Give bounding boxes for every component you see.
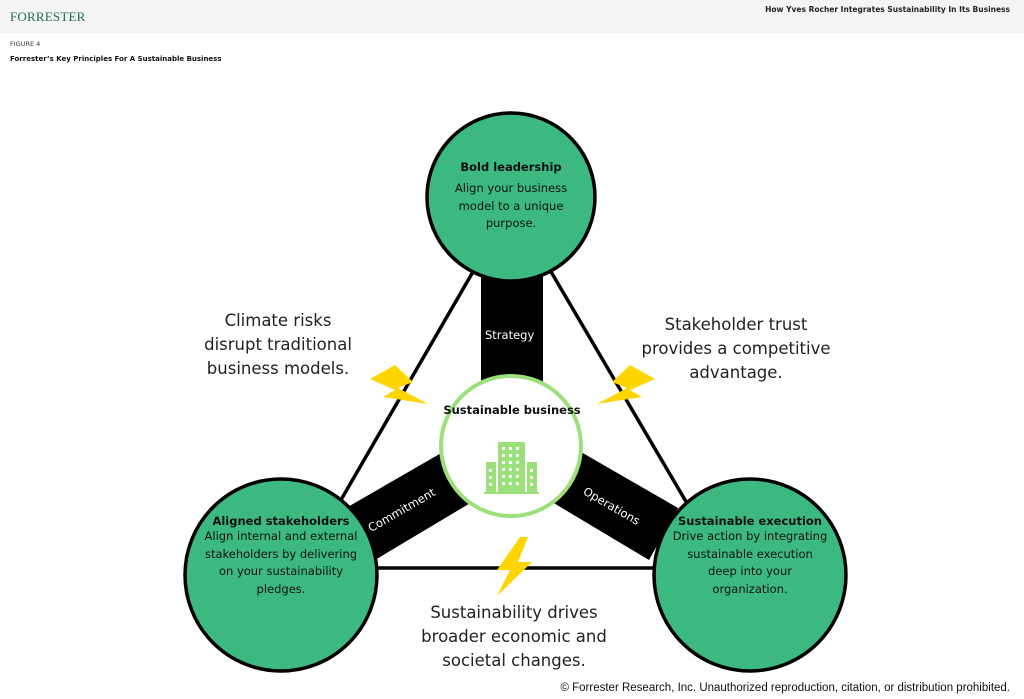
principle-circle-aligned-stakeholders bbox=[183, 477, 379, 673]
principle-description: Align your business model to a unique pu… bbox=[454, 181, 568, 230]
callout-line: broader economic and bbox=[421, 627, 607, 646]
principle-title: Bold leadership bbox=[460, 160, 562, 174]
principle-circle-sustainable-execution bbox=[652, 477, 848, 673]
lightning-icon-right bbox=[597, 365, 655, 404]
logo-text: Forrester bbox=[10, 9, 86, 24]
callout-line: provides a competitive bbox=[641, 339, 831, 358]
principle-description: Align internal and external stakeholders… bbox=[204, 529, 358, 596]
triangle-edge-right bbox=[548, 269, 690, 506]
connector-commitment bbox=[346, 452, 472, 560]
callout-line: Stakeholder trust bbox=[664, 315, 808, 334]
center-title: Sustainable business bbox=[443, 403, 581, 417]
header-bar: Forrester How Yves Rocher Integrates Sus… bbox=[0, 0, 1024, 33]
connector-operations bbox=[552, 452, 678, 560]
force-callout-sustainability-drives: Sustainability drives broader economic a… bbox=[406, 601, 622, 673]
lightning-icon-left bbox=[370, 365, 428, 404]
forrester-logo: Forrester bbox=[10, 9, 85, 25]
triangle-edge-left bbox=[336, 269, 476, 506]
principle-sustainable-execution: Sustainable execution Drive action by in… bbox=[668, 514, 832, 598]
principle-circle-bold-leadership bbox=[425, 111, 597, 283]
callout-line: societal changes. bbox=[442, 651, 586, 670]
force-callout-climate-risks: Climate risks disrupt traditional busine… bbox=[190, 309, 366, 381]
figure-title: Forrester’s Key Principles For A Sustain… bbox=[10, 55, 222, 63]
building-icon bbox=[484, 442, 539, 494]
principle-description: Drive action by integrating sustainable … bbox=[672, 529, 828, 596]
principle-bold-leadership: Bold leadership Align your business mode… bbox=[436, 160, 586, 233]
force-callout-stakeholder-trust: Stakeholder trust provides a competitive… bbox=[626, 313, 846, 385]
callout-line: Climate risks bbox=[224, 311, 332, 330]
copyright-notice: © Forrester Research, Inc. Unauthorized … bbox=[560, 682, 1010, 694]
callout-line: business models. bbox=[206, 359, 350, 378]
principle-aligned-stakeholders: Aligned stakeholders Align internal and … bbox=[200, 514, 362, 598]
report-title: How Yves Rocher Integrates Sustainabilit… bbox=[765, 5, 1010, 14]
lightning-icon-bottom bbox=[497, 537, 532, 596]
connector-strategy bbox=[481, 270, 543, 390]
principle-title: Sustainable execution bbox=[678, 514, 822, 528]
principle-title: Aligned stakeholders bbox=[212, 514, 350, 528]
figure-number: FIGURE 4 bbox=[10, 40, 41, 48]
callout-line: advantage. bbox=[689, 363, 783, 382]
callout-line: disrupt traditional bbox=[204, 335, 352, 354]
callout-line: Sustainability drives bbox=[430, 603, 598, 622]
connector-label-strategy: Strategy bbox=[485, 328, 535, 342]
